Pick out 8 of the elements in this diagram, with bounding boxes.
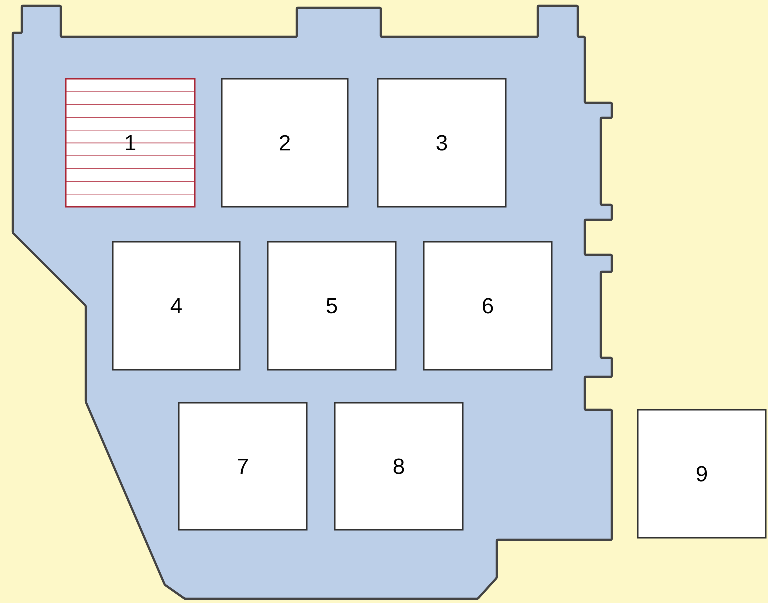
relay-slot: 3 <box>377 78 507 208</box>
relay-slot: 2 <box>221 78 349 208</box>
relay-slot: 7 <box>178 402 308 531</box>
relay-slot: 9 <box>637 409 767 539</box>
relay-slot: 6 <box>423 241 553 371</box>
relay-slot: 4 <box>112 241 241 371</box>
relay-slot: 5 <box>267 241 397 371</box>
relay-slot: 8 <box>334 402 464 531</box>
